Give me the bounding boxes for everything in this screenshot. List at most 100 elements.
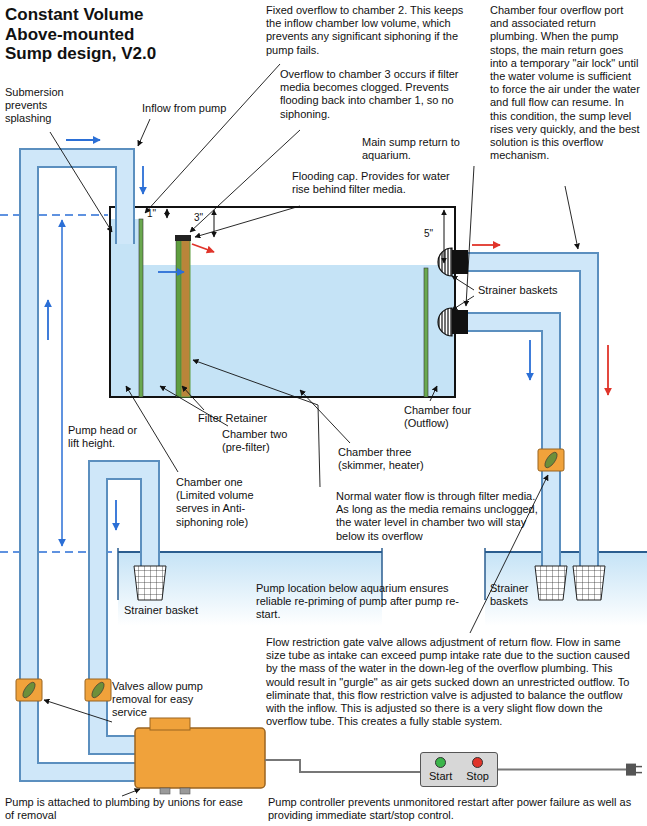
- leader-line: [452, 276, 474, 290]
- callout-text: Strainer basket: [124, 604, 198, 617]
- control-button: Stop: [466, 757, 489, 783]
- ball-valve: [538, 449, 564, 471]
- dimension-arrow: [214, 210, 215, 237]
- sump-tank: [424, 268, 428, 397]
- callout-text: Pump is attached to plumbing by unions f…: [5, 796, 255, 822]
- callout-text: Normal water flow is through filter medi…: [336, 490, 546, 543]
- callout-text: Filter Retainer: [198, 412, 267, 425]
- callout-text: 5": [424, 228, 433, 240]
- flow-arrow: [115, 500, 117, 530]
- flow-arrow: [66, 139, 100, 141]
- dimension-arrow: [444, 210, 445, 263]
- bulkhead-fitting: [452, 310, 468, 334]
- sump-tank: [110, 207, 455, 397]
- pump-body: [180, 788, 190, 794]
- callout-text: Pump head or lift height.: [68, 424, 148, 450]
- callout-text: Chamber four (Outflow): [404, 404, 484, 430]
- pump-body: [135, 728, 265, 788]
- power-plug: [626, 764, 642, 776]
- callout-text: Chamber one (Limited volume serves in An…: [176, 476, 260, 529]
- aquarium-tank: [485, 552, 647, 626]
- callout-text: Fixed overflow to chamber 2. This keeps …: [266, 4, 471, 57]
- button-label: Start: [429, 770, 452, 783]
- ball-valve: [16, 679, 42, 701]
- flow-arrow: [47, 300, 49, 340]
- button-label: Stop: [466, 770, 489, 783]
- power-wire: [265, 760, 420, 772]
- leader-line: [122, 789, 140, 796]
- sump-tank: [110, 207, 455, 397]
- callout-text: Main sump return to aquarium.: [362, 136, 480, 162]
- bulkhead-fitting: [438, 248, 452, 276]
- leader-line: [565, 186, 578, 249]
- dimension-arrow: [167, 209, 444, 263]
- sump-tank: [111, 265, 454, 396]
- sump-tank: [139, 219, 143, 397]
- callout-text: Chamber four overflow port and associate…: [490, 4, 642, 162]
- sump-tank: [181, 240, 190, 397]
- flow-arrow: [192, 244, 214, 252]
- callout-text: Submersion prevents splashing: [5, 86, 87, 126]
- power-wire: [265, 760, 420, 772]
- ball-valve: [21, 680, 38, 699]
- callout-text: Pump location below aquarium ensures rel…: [256, 582, 461, 622]
- leader-line: [138, 119, 150, 146]
- callout-text: Chamber two (pre-filter): [222, 428, 302, 454]
- pump-body: [135, 718, 265, 794]
- callout-text: Valves allow pump removal for easy servi…: [112, 680, 224, 720]
- sump-tank: [176, 240, 181, 397]
- plumbing-pipe: [462, 322, 551, 566]
- callout-text: 3": [194, 212, 203, 224]
- callout-text: Chamber three (skimmer, heater): [338, 446, 438, 472]
- leader-line: [44, 700, 112, 722]
- strainer-basket: [134, 566, 166, 600]
- leader-line: [195, 206, 300, 237]
- flow-arrow: [158, 271, 184, 273]
- ball-valve: [538, 449, 564, 471]
- flow-arrow: [48, 140, 608, 530]
- bulkhead-fitting: [438, 248, 468, 336]
- dimension-arrow: [167, 209, 168, 218]
- pump-head-measure: [0, 214, 108, 216]
- plug-prong: [636, 766, 642, 768]
- callout-text: Inflow from pump: [142, 102, 226, 115]
- indicator-light: [435, 757, 446, 768]
- callout-text: Strainer baskets: [478, 284, 557, 297]
- leader-line: [50, 132, 112, 232]
- ball-valve: [16, 679, 42, 701]
- flow-arrow: [607, 345, 609, 395]
- leader-line: [452, 296, 474, 310]
- ball-valve: [90, 680, 107, 699]
- flow-arrow: [142, 166, 144, 194]
- leader-line: [193, 360, 320, 487]
- plug-prong: [636, 772, 642, 774]
- leader-line: [182, 386, 204, 410]
- callout-text: Strainer baskets: [490, 582, 534, 608]
- pump-head-measure: [61, 220, 63, 546]
- aquarium-tank: [484, 548, 486, 600]
- strainer-basket: [535, 566, 567, 600]
- leader-line: [145, 64, 280, 213]
- pump-controller-box: Start Stop: [420, 752, 498, 787]
- pump-body: [160, 788, 170, 794]
- power-cord: [498, 769, 628, 771]
- pump-body: [150, 718, 190, 730]
- bulkhead-fitting: [438, 308, 452, 336]
- ball-valve: [85, 679, 111, 701]
- callout-text: 1": [147, 208, 156, 220]
- flow-arrow: [529, 340, 531, 380]
- indicator-light: [472, 757, 483, 768]
- strainer-basket: [573, 566, 605, 600]
- aquarium-tank: [117, 548, 119, 600]
- aquarium-tank: [118, 548, 647, 626]
- callout-text: Overflow to chamber 3 occurs if filter m…: [280, 68, 465, 121]
- callout-text: Flooding cap. Provides for water rise be…: [292, 170, 462, 196]
- sump-tank: [175, 235, 191, 241]
- leader-line: [190, 130, 300, 232]
- control-button: Start: [429, 757, 452, 783]
- callout-text: Flow restriction gate valve allows adjus…: [266, 636, 640, 728]
- leader-line: [466, 166, 474, 306]
- leader-line: [430, 386, 437, 401]
- flow-arrow: [472, 244, 500, 246]
- bulkhead-fitting: [452, 250, 468, 274]
